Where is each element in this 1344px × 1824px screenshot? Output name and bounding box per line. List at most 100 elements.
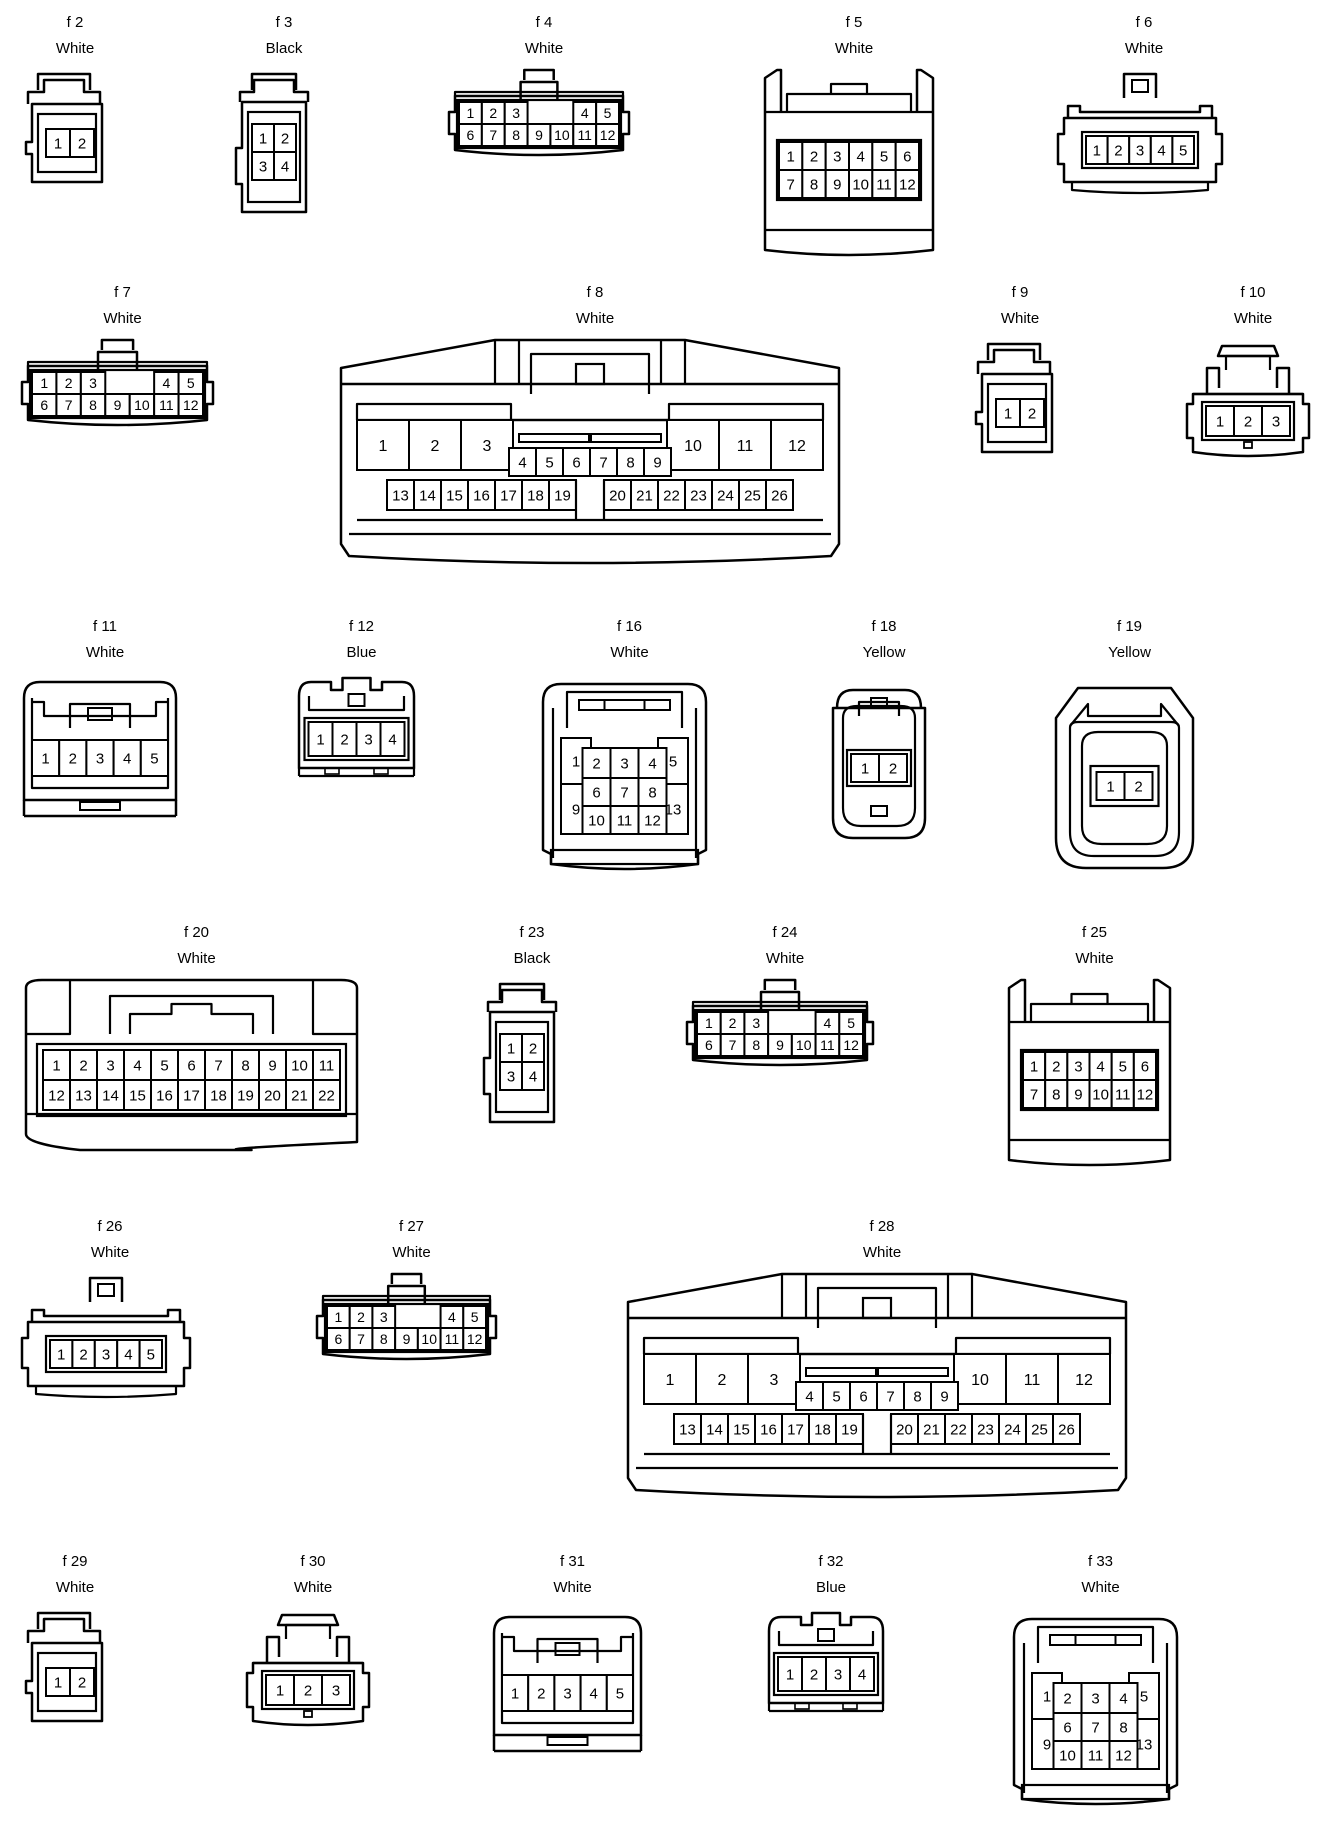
connector-id: f 10 [1240,284,1266,301]
pin-cell [971,1413,1000,1445]
pin-number: 1 [786,1666,794,1683]
pin-number: 16 [156,1087,173,1104]
pin-number: 7 [1091,1719,1099,1736]
pin-number: 12 [788,438,806,455]
pin-number: 2 [718,1372,727,1389]
pin-number: 2 [1114,142,1122,159]
pin-number: 13 [392,487,409,504]
pin-number: 1 [467,105,475,121]
pin-number: 4 [162,375,170,391]
pin-number: 2 [1244,413,1252,430]
pin-number: 21 [923,1421,940,1438]
pin-number: 11 [820,1037,835,1053]
connector-id: f 24 [772,924,798,941]
pin-cell [285,1079,314,1111]
pin-number: 4 [1119,1690,1127,1707]
pin-number: 4 [529,1068,537,1085]
pin-cell [850,753,880,783]
pin-number: 8 [241,1057,249,1074]
pin-cell [684,479,713,511]
connector-id: f 28 [869,1218,895,1235]
pin-number: 8 [752,1037,760,1053]
pin-number: 8 [626,454,634,471]
pin-number: 2 [79,1346,87,1363]
pin-number: 8 [1052,1086,1060,1103]
pin-number: 3 [563,1685,571,1702]
pin-number: 3 [512,105,520,121]
pin-cell [527,1674,556,1712]
pin-number: 6 [467,127,475,143]
pin-number: 5 [545,454,553,471]
pin-cell [1052,1413,1081,1445]
pin-cell [581,805,612,835]
pin-number: 5 [150,750,158,767]
pin-number: 2 [537,1685,545,1702]
connector-color: White [610,644,649,661]
pin-number: 9 [403,1331,411,1347]
pin-cell [177,1049,206,1081]
pin-cell [801,1656,827,1692]
pin-cell [69,1667,95,1697]
pin-number: 1 [507,1040,515,1057]
pin-number: 8 [380,1331,388,1347]
pin-number: 18 [814,1421,831,1438]
connector-color: White [765,950,805,967]
pin-number: 4 [123,750,131,767]
pin-number: 2 [529,1040,537,1057]
pin-number: 6 [1141,1058,1149,1075]
pin-number: 11 [1115,1086,1131,1103]
pin-cell [890,1413,919,1445]
pin-cell [1233,405,1263,437]
pin-cell [379,721,406,757]
pin-number: 2 [489,105,497,121]
pin-cell [754,1413,783,1445]
connector-color: White [575,310,615,327]
pin-cell [501,1674,530,1712]
pin-number: 11 [159,397,174,413]
pin-number: 4 [388,731,396,748]
pin-cell [1205,405,1235,437]
pin-number: 10 [134,397,150,413]
pin-number: 4 [824,1015,832,1031]
connector-id: f 33 [1087,1553,1114,1570]
connector-id: f 8 [586,284,604,301]
pin-number: 3 [96,750,104,767]
pin-number: 10 [1059,1747,1076,1764]
pin-number: 1 [786,148,794,165]
pin-number: 3 [620,755,628,772]
pin-cell [637,805,668,835]
pin-cell [765,479,794,511]
pin-number: 17 [183,1087,200,1104]
connector-id: f 30 [300,1553,326,1570]
pin-number: 24 [717,487,734,504]
pin-number: 4 [133,1057,141,1074]
pin-number: 10 [684,438,702,455]
pin-cell [727,1413,756,1445]
pin-cell [273,151,297,181]
pin-number: 1 [1030,1058,1038,1075]
pin-number: 1 [511,1685,519,1702]
pin-number: 12 [1115,1747,1132,1764]
connector-color: White [1124,40,1164,57]
pin-number: 2 [304,1682,312,1699]
pin-number: 9 [114,397,122,413]
pin-number: 7 [65,397,73,413]
pin-number: 7 [599,454,607,471]
pin-cell [1108,1740,1139,1770]
pin-number: 2 [729,1015,737,1031]
pin-number: 5 [669,753,677,770]
pin-number: 4 [648,755,656,772]
pin-cell [521,479,550,511]
pin-number: 1 [1043,1688,1051,1705]
pin-number: 5 [880,148,888,165]
